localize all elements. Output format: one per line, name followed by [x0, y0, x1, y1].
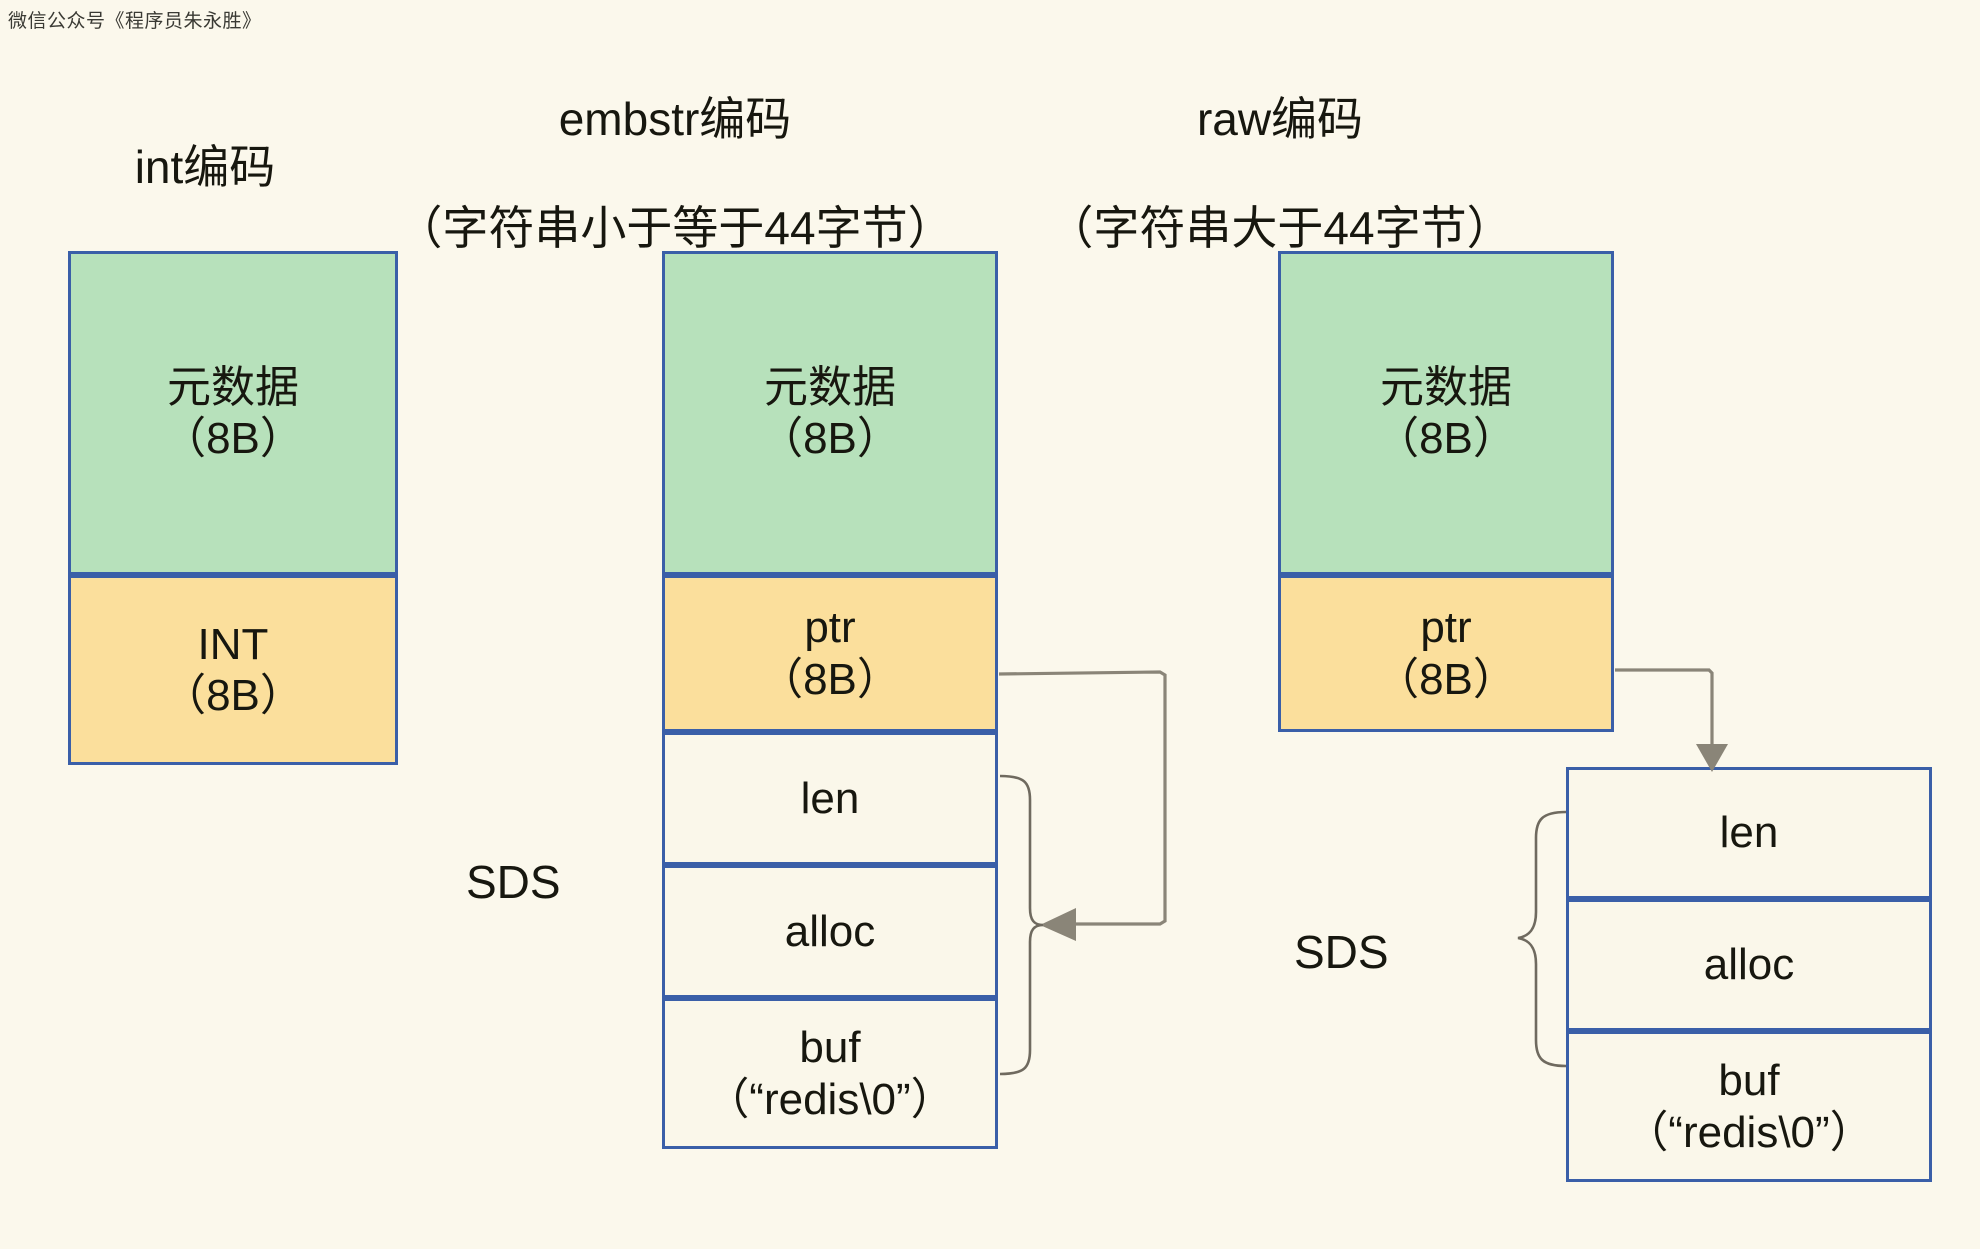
embstr-metadata-cell: 元数据 （8B）	[662, 251, 998, 575]
raw-sds-len-cell: len	[1566, 767, 1932, 899]
embstr-len-cell: len	[662, 732, 998, 865]
embstr-sds-brace	[999, 774, 1044, 1076]
embstr-metadata-size: （8B）	[759, 414, 901, 463]
embstr-buf-cell: buf （“redis\0”）	[662, 998, 998, 1149]
column-title-embstr-sub: （字符串小于等于44字节）	[396, 201, 954, 254]
raw-sds-brace	[1517, 810, 1567, 1068]
embstr-alloc-cell: alloc	[662, 865, 998, 998]
raw-metadata-cell: 元数据 （8B）	[1278, 251, 1614, 575]
column-title-int-main: int编码	[134, 141, 276, 194]
column-title-raw: raw编码 （字符串大于44字节）	[975, 38, 1585, 309]
embstr-ptr-size: （8B）	[759, 654, 901, 704]
int-metadata-label: 元数据	[167, 362, 299, 412]
embstr-ptr-connector	[998, 670, 1167, 926]
raw-ptr-size: （8B）	[1375, 654, 1517, 704]
embstr-alloc-label: alloc	[784, 906, 876, 956]
column-title-int: int编码	[30, 86, 380, 249]
column-title-embstr: embstr编码 （字符串小于等于44字节）	[370, 38, 980, 309]
int-value-cell: INT （8B）	[68, 575, 398, 765]
raw-sds-label: SDS	[1294, 926, 1389, 978]
column-title-raw-sub: （字符串大于44字节）	[1047, 201, 1513, 254]
column-title-raw-main: raw编码	[1196, 93, 1364, 146]
int-value-label: INT	[197, 619, 269, 669]
raw-metadata-size: （8B）	[1375, 414, 1517, 463]
raw-sds-len-label: len	[1719, 808, 1779, 858]
raw-metadata-label: 元数据	[1380, 362, 1512, 412]
raw-sds-buf-value: （“redis\0”）	[1624, 1107, 1874, 1157]
embstr-buf-value: （“redis\0”）	[705, 1074, 955, 1124]
raw-sds-alloc-label: alloc	[1703, 940, 1795, 990]
embstr-ptr-arrowhead	[1040, 908, 1076, 941]
raw-ptr-connector	[1615, 668, 1714, 744]
embstr-metadata-label: 元数据	[764, 362, 896, 412]
column-title-embstr-main: embstr编码	[558, 93, 792, 146]
embstr-sds-label: SDS	[466, 856, 561, 908]
embstr-buf-label: buf	[799, 1023, 861, 1073]
embstr-len-label: len	[800, 773, 860, 823]
raw-sds-buf-label: buf	[1718, 1056, 1780, 1106]
int-value-size: （8B）	[162, 671, 304, 720]
raw-ptr-cell: ptr （8B）	[1278, 575, 1614, 732]
int-metadata-cell: 元数据 （8B）	[68, 251, 398, 575]
watermark-text: 微信公众号《程序员朱永胜》	[8, 11, 262, 32]
embstr-ptr-label: ptr	[804, 603, 856, 653]
embstr-ptr-cell: ptr （8B）	[662, 575, 998, 732]
raw-sds-alloc-cell: alloc	[1566, 899, 1932, 1031]
int-metadata-size: （8B）	[162, 414, 304, 463]
raw-ptr-label: ptr	[1420, 603, 1472, 653]
raw-sds-buf-cell: buf （“redis\0”）	[1566, 1031, 1932, 1182]
